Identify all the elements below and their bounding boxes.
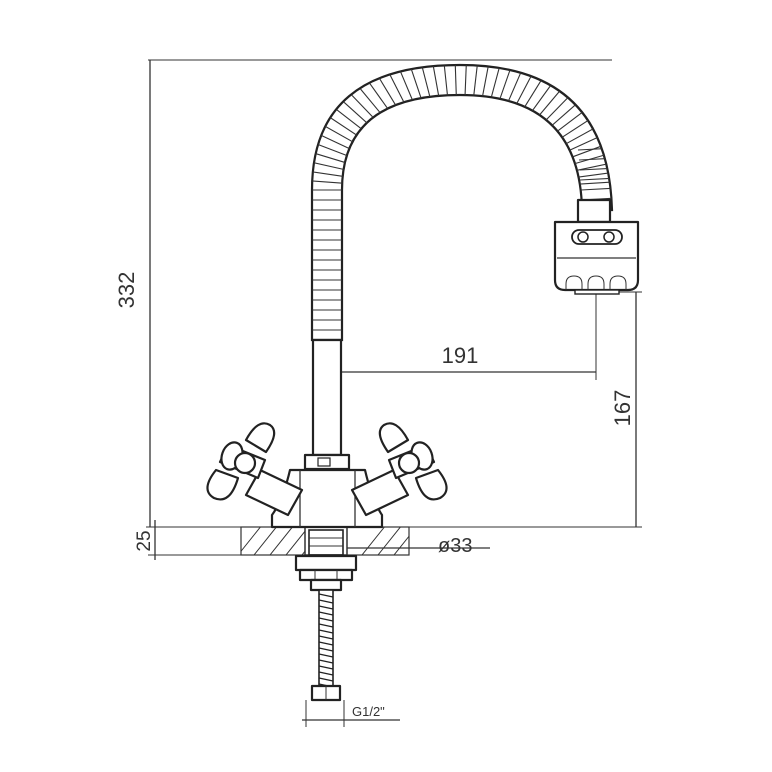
hose-rib — [552, 110, 585, 136]
supply-hose-braid — [318, 647, 334, 652]
dim-label-thread: G1/2" — [352, 704, 385, 719]
hose-rib — [557, 118, 592, 141]
dim-label-25: 25 — [134, 530, 155, 551]
supply-hose-braid — [318, 653, 334, 658]
dim-label-167: 167 — [610, 390, 635, 427]
hose-rib — [314, 142, 352, 158]
dim-label-332: 332 — [114, 272, 139, 309]
left-valve-handle — [206, 422, 304, 517]
dimension-base-thickness: 25 — [134, 520, 245, 560]
hose-rib — [497, 66, 512, 105]
dimension-hole-diameter: ø33 — [345, 535, 490, 557]
supply-hose — [310, 589, 342, 702]
supply-hose-braid — [318, 611, 334, 616]
hose-rib — [505, 69, 523, 107]
supply-hose-braid — [318, 629, 334, 634]
supply-hose-braid — [318, 641, 334, 646]
hose-rib — [481, 65, 490, 101]
hose-rib — [409, 65, 424, 104]
supply-hose-braid — [318, 617, 334, 622]
hose-rib — [318, 133, 356, 152]
supply-hose-braid — [318, 671, 334, 676]
hose-rib — [420, 65, 432, 103]
supply-hose-braid — [318, 599, 334, 604]
supply-hose-braid — [318, 623, 334, 628]
hose-rib — [489, 65, 501, 103]
hose-rib — [575, 181, 612, 185]
supply-hose-braid — [318, 605, 334, 610]
hose-rib — [443, 65, 449, 100]
supply-hose-braid — [318, 677, 334, 682]
dim-label-d33: ø33 — [438, 535, 472, 557]
mounting-deck — [240, 526, 410, 556]
supply-hose-braid — [318, 635, 334, 640]
dim-label-191: 191 — [442, 343, 479, 368]
spray-head — [553, 198, 640, 295]
hose-rib — [312, 160, 347, 171]
hose-rib — [574, 171, 612, 179]
hose-rib — [568, 143, 607, 159]
dimension-total-height: 332 — [114, 59, 612, 528]
hose-rib — [312, 151, 350, 165]
hose-rib — [565, 134, 603, 153]
dimension-spout-height: 167 — [405, 291, 642, 528]
supply-hose-braid — [318, 593, 334, 598]
supply-hose-braid — [318, 659, 334, 664]
hose-rib — [431, 65, 441, 101]
hose-rib — [513, 73, 533, 110]
hose-rib — [472, 65, 479, 100]
right-valve-handle — [350, 422, 448, 517]
hose-rib — [454, 65, 457, 100]
dimension-reach: 191 — [328, 290, 597, 380]
faucet-stem — [303, 338, 351, 471]
hose-rib — [312, 179, 345, 184]
supply-hose-braid — [318, 665, 334, 670]
hose-rib — [561, 126, 597, 147]
dimension-thread: G1/2" — [302, 700, 400, 727]
flexible-spout — [310, 63, 614, 342]
hose-rib — [464, 65, 468, 100]
